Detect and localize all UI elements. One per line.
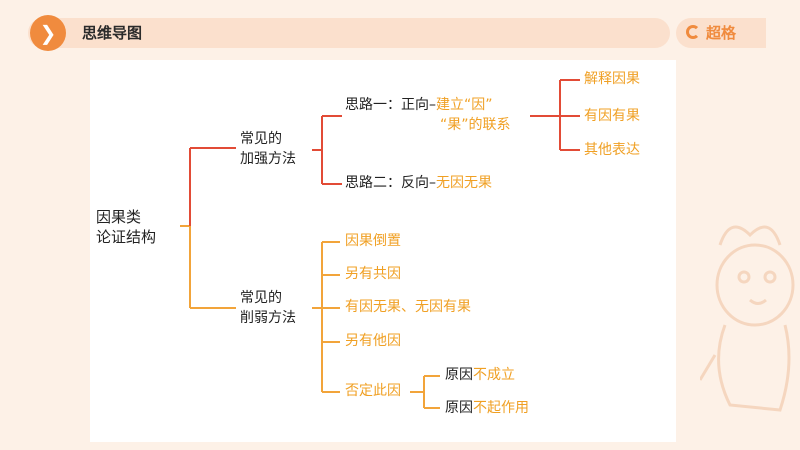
idea2-highlight: 无因无果 bbox=[436, 175, 492, 191]
header-bar bbox=[28, 18, 670, 48]
root-node: 因果类 论证结构 bbox=[96, 207, 156, 247]
idea1-highlight-line2: “果”的联系 bbox=[440, 117, 511, 133]
strengthen-node: 常见的 加强方法 bbox=[240, 129, 296, 169]
idea1-child-1: 解释因果 bbox=[584, 71, 640, 87]
root-label-line2: 论证结构 bbox=[96, 228, 157, 246]
idea1-prefix: 思路一：正向– bbox=[345, 97, 436, 113]
idea1-child-2: 有因有果 bbox=[584, 108, 640, 124]
strengthen-label-line2: 加强方法 bbox=[240, 151, 296, 167]
deny-child-1: 原因不成立 bbox=[445, 365, 515, 386]
mindmap-card bbox=[90, 60, 676, 442]
deny-child-2: 原因不起作用 bbox=[445, 398, 529, 419]
mascot-illustration bbox=[700, 225, 795, 412]
deny-child-1-prefix: 原因 bbox=[445, 367, 473, 383]
idea2-node: 思路二：反向–无因无果 bbox=[345, 173, 492, 194]
header-badge: ❯ bbox=[30, 15, 66, 51]
brand-logo-icon bbox=[686, 25, 700, 39]
strengthen-label-line1: 常见的 bbox=[240, 131, 282, 147]
weaken-label-line2: 削弱方法 bbox=[240, 310, 296, 326]
brand-name: 超格 bbox=[706, 24, 737, 42]
weaken-item-5: 否定此因 bbox=[345, 383, 401, 399]
weaken-node: 常见的 削弱方法 bbox=[240, 288, 296, 328]
idea1-node: 思路一：正向–建立“因” bbox=[345, 95, 493, 116]
weaken-item-1: 因果倒置 bbox=[345, 233, 401, 249]
deny-child-2-prefix: 原因 bbox=[445, 400, 473, 416]
chevron-right-icon: ❯ bbox=[39, 21, 57, 45]
root-label-line1: 因果类 bbox=[96, 208, 142, 226]
page-title: 思维导图 bbox=[82, 24, 143, 42]
deny-child-2-highlight: 不起作用 bbox=[473, 400, 529, 416]
weaken-item-4: 另有他因 bbox=[345, 333, 401, 349]
weaken-item-2: 另有共因 bbox=[345, 266, 401, 282]
weaken-item-3: 有因无果、无因有果 bbox=[345, 299, 471, 315]
idea2-prefix: 思路二：反向– bbox=[345, 175, 436, 191]
deny-child-1-highlight: 不成立 bbox=[473, 367, 515, 383]
idea1-child-3: 其他表达 bbox=[584, 142, 640, 158]
idea1-highlight-line1: 建立“因” bbox=[436, 97, 493, 113]
weaken-label-line1: 常见的 bbox=[240, 290, 282, 306]
